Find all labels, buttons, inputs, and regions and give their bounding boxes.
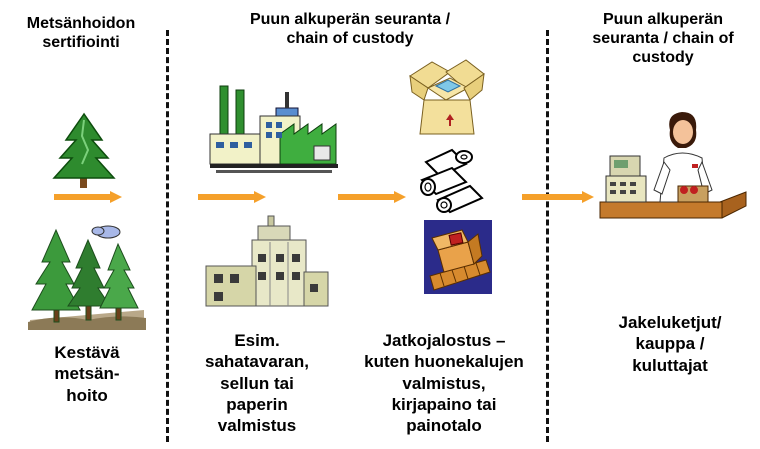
col3-label-line: painotalo bbox=[406, 416, 482, 435]
factory-icon bbox=[209, 85, 338, 173]
divider-right bbox=[546, 30, 549, 442]
arrow-head bbox=[582, 191, 594, 203]
flow-arrow-2 bbox=[198, 191, 266, 203]
divider-left bbox=[166, 30, 169, 442]
col1-header: Metsänhoidon sertifiointi bbox=[6, 14, 156, 52]
arrow-head bbox=[394, 191, 406, 203]
cardboard-box-icon bbox=[409, 59, 485, 135]
col2-label-line: sellun tai bbox=[220, 373, 294, 393]
pine-tree-icon bbox=[52, 112, 116, 188]
col1-label-line: hoito bbox=[66, 385, 108, 405]
flow-arrow-4 bbox=[522, 191, 594, 203]
col1-label-line: metsän- bbox=[54, 364, 120, 384]
col2-label-line: Esim. bbox=[234, 331, 280, 350]
forest-icon bbox=[28, 225, 146, 330]
col4-label-line: kauppa / bbox=[635, 334, 705, 354]
col3-label-line: kirjapaino tai bbox=[391, 394, 497, 414]
col3-label: Jatkojalostus – kuten huonekalujen valmi… bbox=[344, 330, 544, 436]
sawmill-icon bbox=[205, 215, 329, 307]
arrow-shaft bbox=[338, 194, 396, 200]
col3-label-line: Jatkojalostus – bbox=[382, 331, 506, 350]
flow-arrow-3 bbox=[338, 191, 406, 203]
col4-label-line: Jakeluketjut/ bbox=[618, 313, 722, 332]
col3-label-line: valmistus, bbox=[402, 373, 486, 393]
arrow-head bbox=[254, 191, 266, 203]
col2-label: Esim. sahatavaran, sellun tai paperin va… bbox=[182, 330, 332, 436]
flow-arrow-1 bbox=[54, 191, 122, 203]
col2-header-line: chain of custody bbox=[286, 30, 414, 48]
col1-header-line: sertifiointi bbox=[42, 34, 120, 52]
col4-label-line: kuluttajat bbox=[632, 355, 708, 375]
col1-label-line: Kestävä bbox=[54, 343, 120, 362]
col4-header-line: Puun alkuperän bbox=[602, 11, 724, 28]
col4-label: Jakeluketjut/ kauppa / kuluttajat bbox=[590, 312, 750, 376]
col1-label: Kestävä metsän- hoito bbox=[22, 342, 152, 406]
col2-label-line: sahatavaran, bbox=[205, 352, 309, 372]
col3-label-line: kuten huonekalujen bbox=[364, 352, 524, 372]
col4-header-line: custody bbox=[632, 49, 694, 67]
col2-header-line: Puun alkuperän seuranta / bbox=[249, 11, 451, 28]
col2-label-line: valmistus bbox=[217, 416, 297, 435]
shop-cashier-icon bbox=[599, 112, 747, 219]
arrow-shaft bbox=[54, 194, 112, 200]
furniture-box-icon bbox=[424, 220, 492, 294]
col1-header-line: Metsänhoidon bbox=[26, 15, 136, 32]
col4-header-line: seuranta / chain of bbox=[592, 30, 734, 48]
arrow-head bbox=[110, 191, 122, 203]
arrow-shaft bbox=[522, 194, 584, 200]
arrow-shaft bbox=[198, 194, 256, 200]
paper-rolls-icon bbox=[420, 148, 484, 214]
col2-label-line: paperin bbox=[226, 394, 288, 414]
col4-header: Puun alkuperän seuranta / chain of custo… bbox=[568, 10, 758, 68]
col2-header: Puun alkuperän seuranta / chain of custo… bbox=[205, 10, 495, 48]
